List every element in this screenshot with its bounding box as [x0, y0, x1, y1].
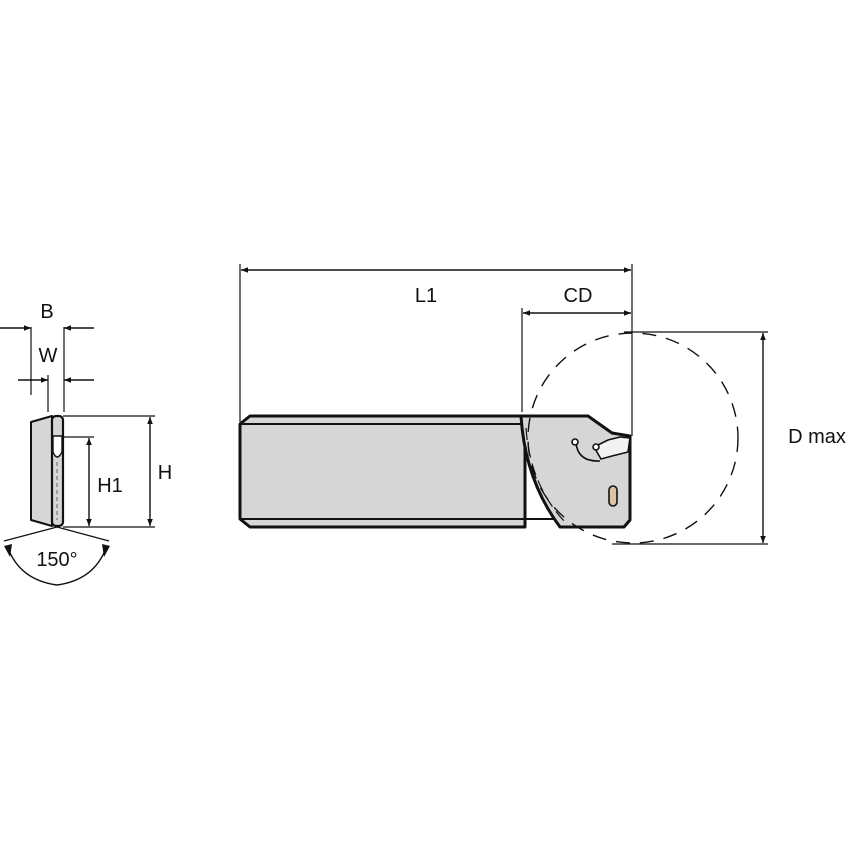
- label-w: W: [39, 345, 58, 367]
- dimension-dmax: D max: [612, 331, 846, 545]
- front-view: B W H H1: [0, 301, 172, 586]
- label-h: H: [158, 462, 172, 484]
- dimension-w: W: [18, 345, 94, 412]
- dimension-angle: 150°: [3, 526, 110, 586]
- label-cd: CD: [564, 285, 593, 307]
- dimension-b: B: [0, 301, 94, 412]
- label-b: B: [40, 301, 53, 323]
- insert-shape: [592, 436, 631, 460]
- blade-head-shape: [519, 414, 632, 529]
- screw-icon: [608, 485, 618, 507]
- dmax-circle: [527, 332, 739, 544]
- label-angle: 150°: [36, 549, 77, 571]
- side-view: L1 CD D max: [238, 264, 846, 545]
- front-insert-shape: [52, 435, 63, 458]
- dimension-cd: CD: [521, 285, 631, 412]
- label-l1: L1: [415, 285, 437, 307]
- label-h1: H1: [97, 475, 123, 497]
- dimension-h: H: [63, 415, 172, 528]
- label-dmax: D max: [788, 426, 846, 448]
- shank-shape: [238, 414, 527, 529]
- dimension-l1: L1: [239, 264, 633, 436]
- front-body-shape: [30, 415, 53, 527]
- dimension-h1: H1: [63, 436, 123, 526]
- clamp-slot: [575, 442, 601, 462]
